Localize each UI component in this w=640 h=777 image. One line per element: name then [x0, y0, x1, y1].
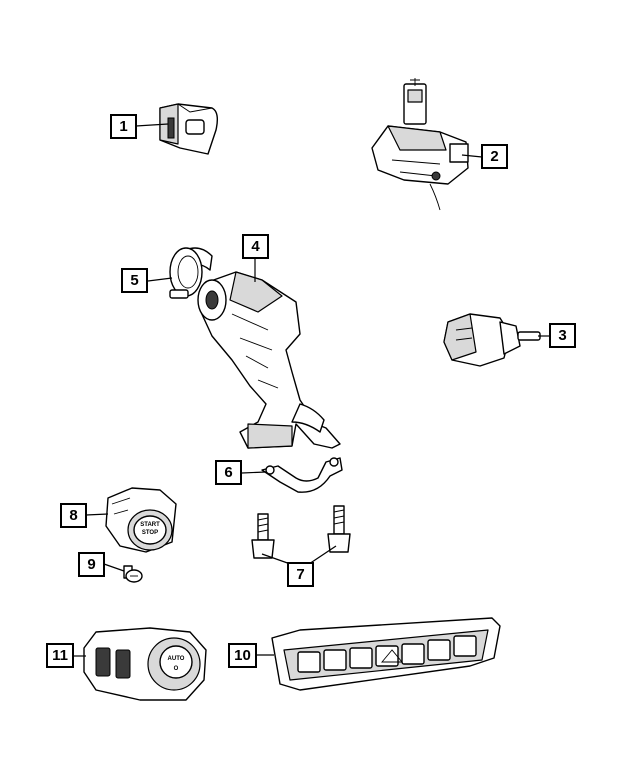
svg-text:9: 9: [87, 556, 95, 573]
part-10-switch-bank: [271, 617, 501, 691]
callout-8: 8: [60, 503, 87, 528]
svg-text:2: 2: [490, 148, 498, 165]
hazard-icon: [381, 649, 403, 663]
stop-label: STOP: [142, 530, 158, 536]
callout-6: 6: [215, 460, 242, 485]
part-7-bolts: [251, 505, 351, 559]
part-8-start-stop-switch: START STOP: [105, 487, 177, 553]
callout-5: 5: [121, 268, 148, 293]
part-5-retaining-ring: [169, 247, 213, 299]
start-label: START: [140, 522, 160, 528]
svg-text:10: 10: [234, 647, 251, 664]
part-6-clamp: [261, 457, 343, 493]
bolt-right: [327, 505, 351, 553]
auto-label: AUTO: [168, 656, 185, 662]
part-11-headlamp-switch: AUTO O: [83, 627, 207, 701]
callout-11: 11: [46, 643, 74, 668]
part-9-screw: [123, 565, 143, 583]
callout-2: 2: [481, 144, 508, 169]
part-2-column-lock-module: [371, 78, 469, 211]
callout-1: 1: [110, 114, 137, 139]
svg-text:3: 3: [558, 327, 566, 344]
bolt-left: [251, 513, 275, 559]
callout-7: 7: [287, 562, 314, 587]
callout-4: 4: [242, 234, 269, 259]
svg-text:6: 6: [224, 464, 232, 481]
svg-text:8: 8: [69, 507, 77, 524]
svg-text:4: 4: [251, 238, 260, 255]
off-label: O: [174, 666, 179, 672]
part-4-column-housing: [197, 271, 341, 449]
part-3-ignition-switch: [443, 313, 541, 367]
svg-text:11: 11: [52, 647, 68, 664]
callout-10: 10: [228, 643, 257, 668]
svg-text:1: 1: [119, 118, 127, 135]
callout-3: 3: [549, 323, 576, 348]
part-1-sensor: [159, 103, 219, 155]
svg-text:5: 5: [130, 272, 138, 289]
switch-row: [297, 635, 477, 673]
svg-text:7: 7: [296, 566, 304, 583]
callout-9: 9: [78, 552, 105, 577]
